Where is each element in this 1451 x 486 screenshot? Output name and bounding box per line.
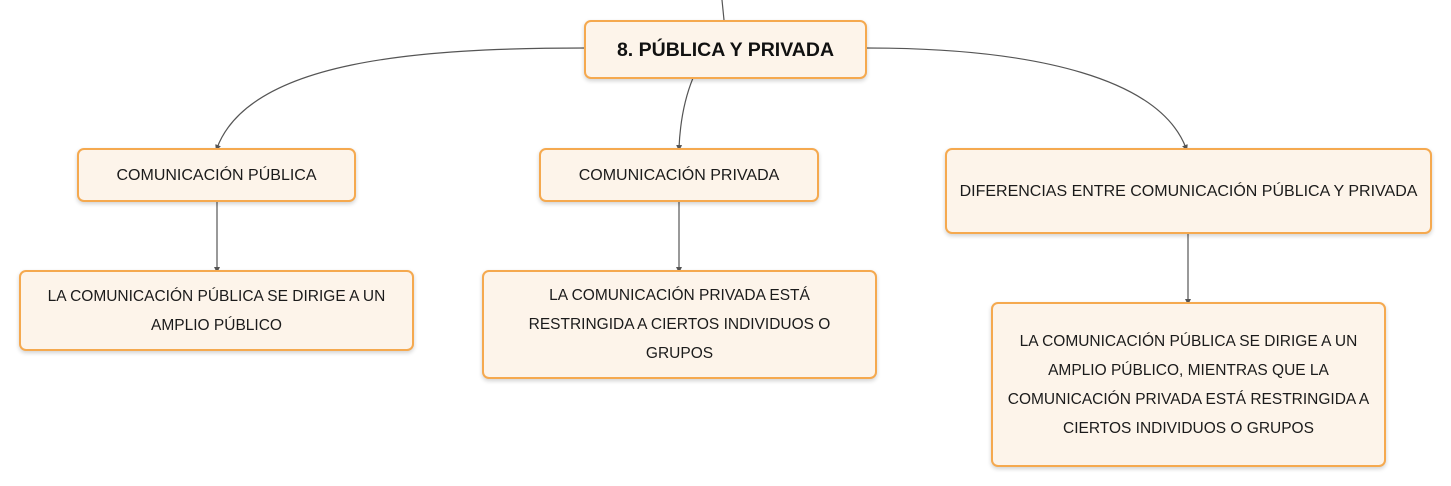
branch-label: COMUNICACIÓN PRIVADA bbox=[578, 166, 780, 184]
root-topic[interactable]: 8. PÚBLICA Y PRIVADA bbox=[584, 20, 867, 79]
detail-comunicacion-privada[interactable]: LA COMUNICACIÓN PRIVADA ESTÁ RESTRINGIDA… bbox=[482, 270, 877, 379]
connector-root-to-branch-1 bbox=[215, 47, 587, 151]
detail-diferencias[interactable]: LA COMUNICACIÓN PÚBLICA SE DIRIGE A UN A… bbox=[991, 302, 1386, 467]
detail-text: LA COMUNICACIÓN PÚBLICA SE DIRIGE A UN A… bbox=[47, 287, 386, 334]
detail-text: LA COMUNICACIÓN PRIVADA ESTÁ RESTRINGIDA… bbox=[528, 287, 831, 362]
branch-comunicacion-privada[interactable]: COMUNICACIÓN PRIVADA bbox=[539, 148, 819, 202]
connector-root-to-branch-3 bbox=[865, 47, 1188, 151]
branch-diferencias[interactable]: DIFERENCIAS ENTRE COMUNICACIÓN PÚBLICA Y… bbox=[945, 148, 1432, 234]
connector-root-to-branch-2 bbox=[676, 77, 694, 151]
detail-comunicacion-publica[interactable]: LA COMUNICACIÓN PÚBLICA SE DIRIGE A UN A… bbox=[19, 270, 414, 351]
branch-label: COMUNICACIÓN PÚBLICA bbox=[116, 166, 317, 184]
detail-text: LA COMUNICACIÓN PÚBLICA SE DIRIGE A UN A… bbox=[1007, 332, 1370, 437]
branch-label: DIFERENCIAS ENTRE COMUNICACIÓN PÚBLICA Y… bbox=[959, 182, 1418, 200]
root-topic-label: 8. PÚBLICA Y PRIVADA bbox=[616, 38, 835, 61]
branch-comunicacion-publica[interactable]: COMUNICACIÓN PÚBLICA bbox=[77, 148, 356, 202]
connector-parent-to-root bbox=[721, 0, 725, 21]
